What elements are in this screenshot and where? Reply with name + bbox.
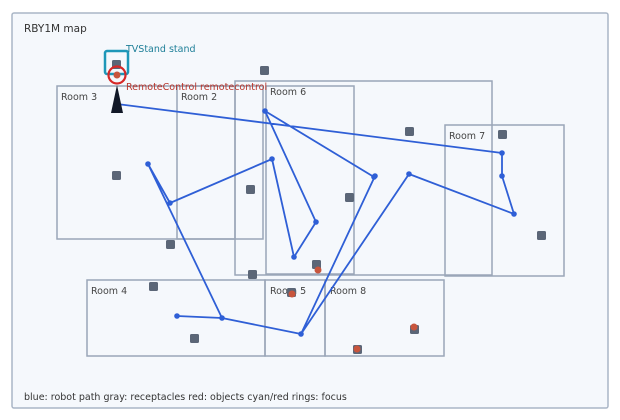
path-waypoint	[298, 331, 304, 337]
room-unlabeled-outline	[234, 80, 493, 276]
focus-object-ring	[107, 65, 127, 85]
path-waypoint	[371, 174, 377, 180]
objects-layer	[288, 266, 418, 353]
receptacle-marker	[149, 282, 158, 291]
room-7: Room 7	[444, 124, 565, 277]
receptacle-marker	[345, 193, 354, 202]
room-7-outline	[444, 124, 565, 277]
path-waypoint	[499, 173, 505, 179]
path-waypoint	[406, 171, 412, 177]
room-8-label: Room 8	[330, 286, 366, 297]
focus-object-marker	[113, 71, 121, 79]
map-legend: blue: robot path gray: receptacles red: …	[24, 392, 347, 403]
path-waypoint	[262, 108, 268, 114]
room-2-label: Room 2	[181, 92, 217, 103]
object-marker	[314, 266, 322, 274]
object-marker	[353, 345, 361, 353]
path-waypoint	[511, 211, 517, 217]
room-6: Room 6	[265, 85, 355, 275]
room-4-label: Room 4	[91, 286, 127, 297]
focus-receptacle-label: TVStand stand	[125, 44, 196, 55]
robot-path-layer	[116, 103, 517, 337]
room-8: Room 8	[324, 279, 445, 357]
object-marker	[410, 323, 418, 331]
receptacle-marker	[190, 334, 199, 343]
path-waypoint	[219, 315, 225, 321]
robot-path-waypoints	[145, 108, 517, 337]
map-title: RBY1M map	[24, 23, 87, 35]
path-waypoint	[291, 254, 297, 260]
receptacle-marker	[248, 270, 257, 279]
focus-layer: TVStand stand RemoteControl remotecontro…	[103, 44, 267, 93]
path-waypoint	[167, 200, 173, 206]
robot-icon	[111, 85, 123, 113]
path-waypoint	[313, 219, 319, 225]
room-6-outline	[265, 85, 355, 275]
room-6-label: Room 6	[270, 87, 306, 98]
receptacle-marker	[537, 231, 546, 240]
receptacle-marker	[112, 171, 121, 180]
receptacle-marker	[405, 127, 414, 136]
path-waypoint	[269, 156, 275, 162]
path-waypoint	[145, 161, 151, 167]
receptacle-marker	[260, 66, 269, 75]
object-marker	[288, 290, 296, 298]
receptacle-marker	[166, 240, 175, 249]
rooms-layer: Room 3 Room 2 Room 6 Room 7 Room 4 Room …	[56, 80, 565, 357]
room-3-label: Room 3	[61, 92, 97, 103]
room-8-outline	[324, 279, 445, 357]
room-7-label: Room 7	[449, 131, 485, 142]
receptacle-marker	[498, 130, 507, 139]
receptacle-marker	[246, 185, 255, 194]
robot-path-line	[116, 103, 515, 335]
focus-object-label: RemoteControl remotecontrol	[126, 82, 267, 93]
path-waypoint	[499, 150, 505, 156]
path-waypoint	[174, 313, 180, 319]
